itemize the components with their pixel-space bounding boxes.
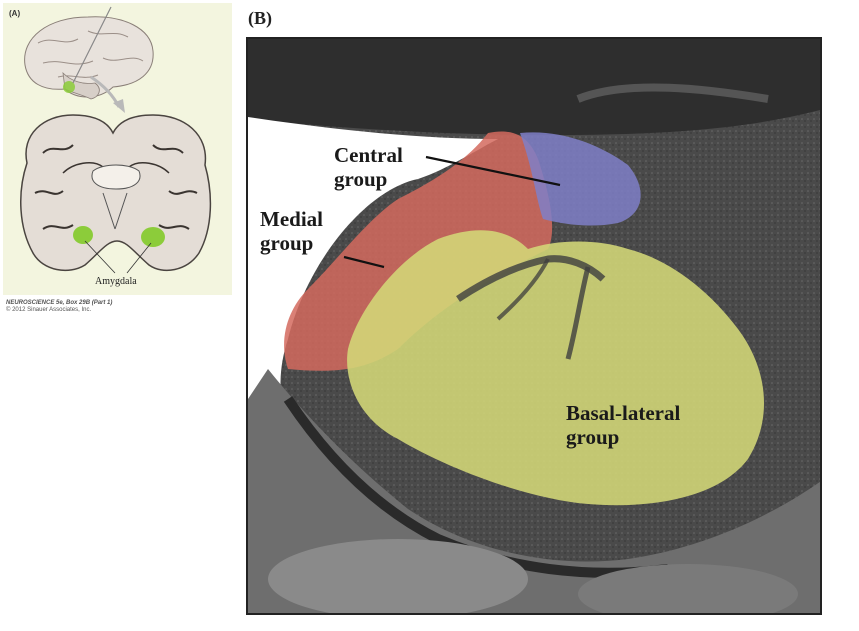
coronal-section (20, 114, 212, 274)
medial-group-label: Medial group (260, 207, 323, 255)
panel-b-histology: Central group Medial group Basal-lateral… (246, 37, 822, 615)
credit-copyright: © 2012 Sinauer Associates, Inc. (6, 307, 92, 313)
panel-a: (A) Amygdala (3, 3, 232, 295)
basal-lateral-group-region (347, 230, 765, 506)
panel-b-label: (B) (248, 8, 272, 28)
basal-lateral-group-label: Basal-lateral group (566, 401, 681, 449)
lateral-brain-view (24, 6, 154, 100)
central-group-region (520, 132, 641, 226)
central-group-label: Central group (334, 143, 403, 191)
figure-credit: NEUROSCIENCE 5e, Box 29B (Part 1) © 2012… (6, 300, 206, 314)
brain-illustration (20, 6, 212, 274)
histology-image (248, 39, 820, 613)
medial-group-region (284, 131, 553, 371)
panel-a-label: (A) (9, 9, 21, 18)
credit-title: NEUROSCIENCE 5e, Box 29B (Part 1) (6, 300, 113, 306)
amygdala-label: Amygdala (95, 276, 137, 287)
